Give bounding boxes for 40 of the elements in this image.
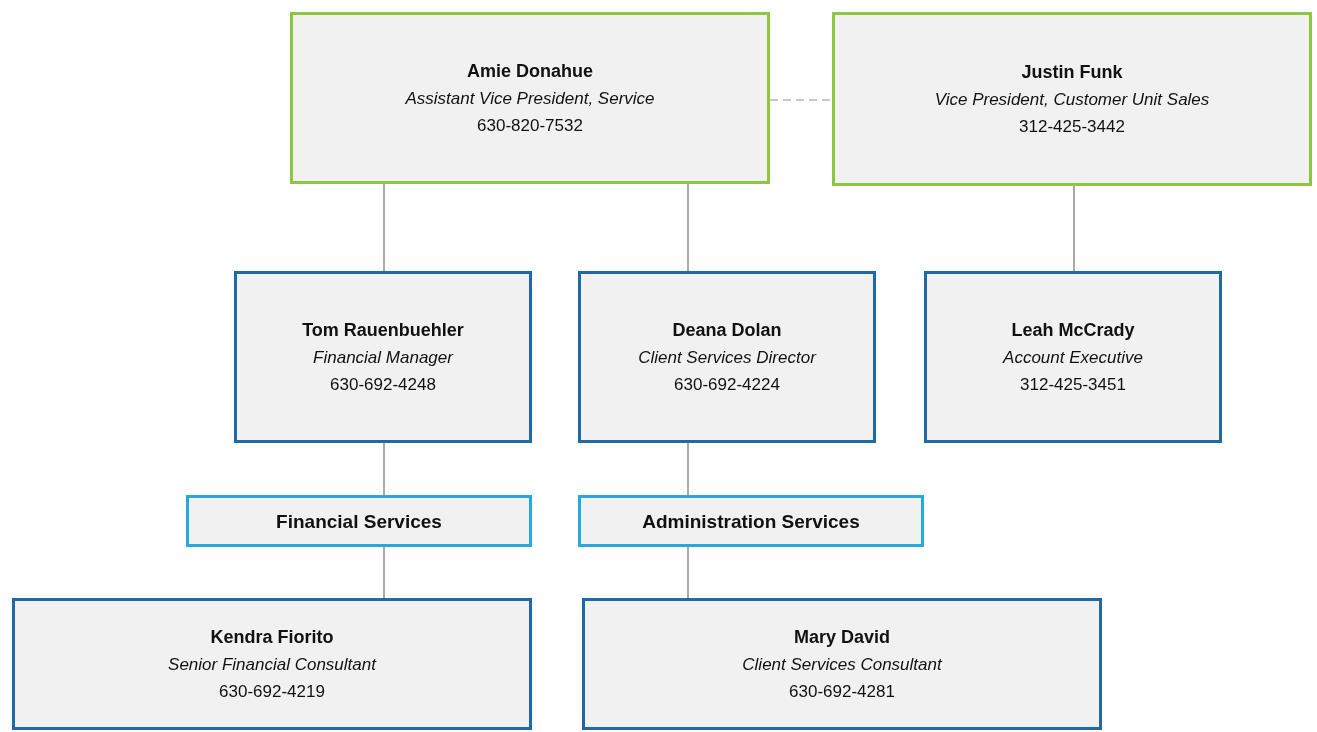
connector-line — [769, 99, 833, 101]
person-name: Deana Dolan — [672, 318, 782, 342]
person-name: Justin Funk — [1021, 60, 1123, 84]
job-title: Assistant Vice President, Service — [405, 87, 655, 110]
phone-number: 630-692-4248 — [330, 373, 436, 396]
person-card — [582, 598, 1102, 730]
phone-number: 630-692-4281 — [789, 680, 895, 703]
job-title: Senior Financial Consultant — [168, 653, 376, 676]
person-card — [578, 271, 876, 443]
person-card — [832, 12, 1312, 186]
person-name: Mary David — [793, 625, 890, 649]
job-title: Account Executive — [1003, 346, 1143, 369]
department-name: Financial Services — [276, 509, 442, 534]
person-name: Kendra Fiorito — [210, 625, 334, 649]
connector-line — [1073, 185, 1075, 272]
job-title: Client Services Director — [638, 346, 816, 369]
person-card — [234, 271, 532, 443]
connector-line — [687, 183, 689, 272]
person-name: Tom Rauenbuehler — [302, 318, 464, 342]
connector-line — [687, 442, 689, 496]
phone-number: 630-692-4224 — [674, 373, 780, 396]
connector-line — [383, 183, 385, 272]
phone-number: 630-692-4219 — [219, 680, 325, 703]
department-box — [186, 495, 532, 547]
phone-number: 312-425-3442 — [1019, 115, 1125, 138]
job-title: Financial Manager — [313, 346, 453, 369]
person-name: Leah McCrady — [1011, 318, 1135, 342]
person-card — [924, 271, 1222, 443]
connector-line — [687, 546, 689, 599]
connector-line — [383, 442, 385, 496]
job-title: Client Services Consultant — [742, 653, 942, 676]
phone-number: 630-820-7532 — [477, 114, 583, 137]
job-title: Vice President, Customer Unit Sales — [934, 88, 1210, 111]
connector-line — [383, 546, 385, 599]
department-name: Administration Services — [642, 509, 860, 534]
department-box — [578, 495, 924, 547]
person-card — [290, 12, 770, 184]
person-card — [12, 598, 532, 730]
person-name: Amie Donahue — [467, 59, 593, 83]
phone-number: 312-425-3451 — [1020, 373, 1126, 396]
